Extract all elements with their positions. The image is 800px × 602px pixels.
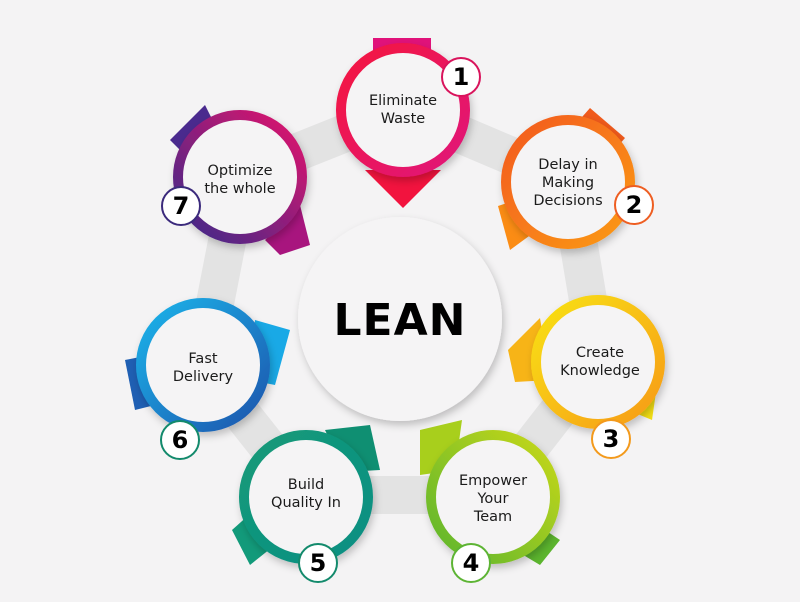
node-1-label: Eliminate Waste <box>368 93 438 127</box>
center-title: LEAN <box>333 294 467 346</box>
node-2-label: Delay in Making Decisions <box>533 157 603 209</box>
node-2-number-badge: 2 <box>614 185 654 225</box>
node-5-label: Build Quality In <box>271 477 341 511</box>
node-1-circle <box>336 43 470 177</box>
node-7-number-badge: 7 <box>161 186 201 226</box>
node-3-number-badge: 3 <box>591 419 631 459</box>
node-4-number-badge: 4 <box>451 543 491 583</box>
node-2-circle <box>501 115 635 249</box>
node-6-circle <box>136 298 270 432</box>
node-3-label: Create Knowledge <box>560 345 640 379</box>
node-7-label: Optimize the whole <box>204 163 276 197</box>
node-7-circle <box>173 110 307 244</box>
node-1-number-badge: 1 <box>441 57 481 97</box>
node-4-label: Empower Your Team <box>458 473 528 525</box>
node-6-label: Fast Delivery <box>172 351 234 385</box>
node-4-circle <box>426 430 560 564</box>
node-5-number-badge: 5 <box>298 543 338 583</box>
node-6-number-badge: 6 <box>160 420 200 460</box>
center-circle <box>298 217 502 421</box>
